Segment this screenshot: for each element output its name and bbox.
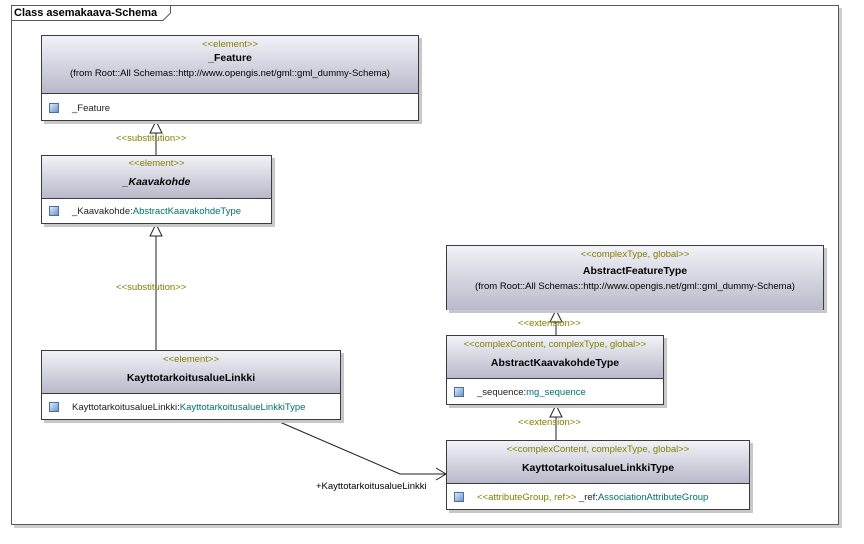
- class-header: <<element>> KayttotarkoitusalueLinkki: [42, 351, 340, 394]
- attribute-name: _Kaavakohde:: [72, 206, 133, 217]
- association-line: [274, 419, 446, 475]
- attribute-name: KayttotarkoitusalueLinkki:: [72, 402, 180, 413]
- attribute-name: _Feature: [72, 103, 111, 114]
- attribute-type: AssociationAttributeGroup: [597, 492, 709, 503]
- class-header: <<element>> _Kaavakohde: [42, 156, 271, 199]
- class-package: (from Root::All Schemas::http://www.open…: [475, 281, 795, 292]
- attribute-type: mg_sequence: [526, 387, 586, 398]
- substitution-arrow-2: [149, 222, 163, 237]
- class-stereotype: <<element>>: [163, 354, 219, 365]
- class-stereotype: <<complexType, global>>: [580, 249, 690, 260]
- class-header: <<complexContent, complexType, global>> …: [447, 336, 663, 379]
- class-abstract-kaavakohde-type[interactable]: <<complexContent, complexType, global>> …: [446, 335, 664, 405]
- class-name: KayttotarkoitusalueLinkkiType: [521, 462, 675, 474]
- class-name: AbstractFeatureType: [582, 265, 688, 277]
- diagram-title-tab: [11, 5, 171, 21]
- attribute-icon: [454, 492, 464, 502]
- class-abstract-feature-type[interactable]: <<complexType, global>> AbstractFeatureT…: [446, 245, 824, 310]
- class-stereotype: <<complexContent, complexType, global>>: [463, 339, 647, 350]
- extension-label-2: <<extension>>: [518, 417, 581, 428]
- class-attribute[interactable]: <<attributeGroup, ref>> _ref:Association…: [447, 491, 749, 505]
- attribute-name: _ref:: [576, 492, 598, 503]
- class-stereotype: <<complexContent, complexType, global>>: [506, 444, 690, 455]
- association-role-label: +KayttotarkoitusalueLinkki: [316, 481, 427, 492]
- extension-arrow-2: [549, 403, 563, 418]
- class-name: KayttotarkoitusalueLinkki: [126, 372, 256, 384]
- substitution-arrow-1: [149, 119, 163, 134]
- class-header: <<complexContent, complexType, global>> …: [447, 441, 749, 484]
- attribute-name: _sequence:: [477, 387, 527, 398]
- class-kaavakohde[interactable]: <<element>> _Kaavakohde _Kaavakohde:Abst…: [41, 155, 272, 224]
- attribute-icon: [49, 206, 59, 216]
- attribute-type: AbstractKaavakohdeType: [132, 206, 242, 217]
- class-header: <<element>> _Feature (from Root::All Sch…: [42, 36, 418, 94]
- attribute-type: KayttotarkoitusalueLinkkiType: [179, 402, 306, 413]
- class-attribute[interactable]: KayttotarkoitusalueLinkki:Kayttotarkoitu…: [42, 401, 340, 415]
- class-stereotype: <<element>>: [202, 39, 258, 50]
- class-kayttotarkoitusalue-linkki[interactable]: <<element>> KayttotarkoitusalueLinkki Ka…: [41, 350, 341, 420]
- extension-arrow-1: [549, 308, 563, 323]
- class-attribute[interactable]: _Kaavakohde:AbstractKaavakohdeType: [42, 205, 271, 219]
- attribute-stereotype: <<attributeGroup, ref>>: [477, 492, 577, 503]
- class-package: (from Root::All Schemas::http://www.open…: [70, 68, 390, 79]
- class-attribute[interactable]: _sequence:mg_sequence: [447, 386, 663, 400]
- attribute-icon: [49, 103, 59, 113]
- class-name: AbstractKaavakohdeType: [490, 357, 620, 369]
- extension-label-1: <<extension>>: [518, 318, 581, 329]
- class-feature[interactable]: <<element>> _Feature (from Root::All Sch…: [41, 35, 419, 121]
- class-header: <<complexType, global>> AbstractFeatureT…: [447, 246, 823, 310]
- substitution-label-1: <<substitution>>: [116, 133, 187, 144]
- diagram-title: Class asemakaava-Schema: [14, 7, 158, 19]
- class-kayttotarkoitusalue-linkki-type[interactable]: <<complexContent, complexType, global>> …: [446, 440, 750, 510]
- attribute-icon: [454, 387, 464, 397]
- class-name: _Feature: [208, 52, 252, 64]
- substitution-label-2: <<substitution>>: [116, 282, 187, 293]
- class-stereotype: <<element>>: [128, 158, 185, 169]
- class-attribute[interactable]: _Feature: [42, 102, 418, 116]
- class-name: _Kaavakohde: [122, 176, 191, 188]
- attribute-icon: [49, 402, 59, 412]
